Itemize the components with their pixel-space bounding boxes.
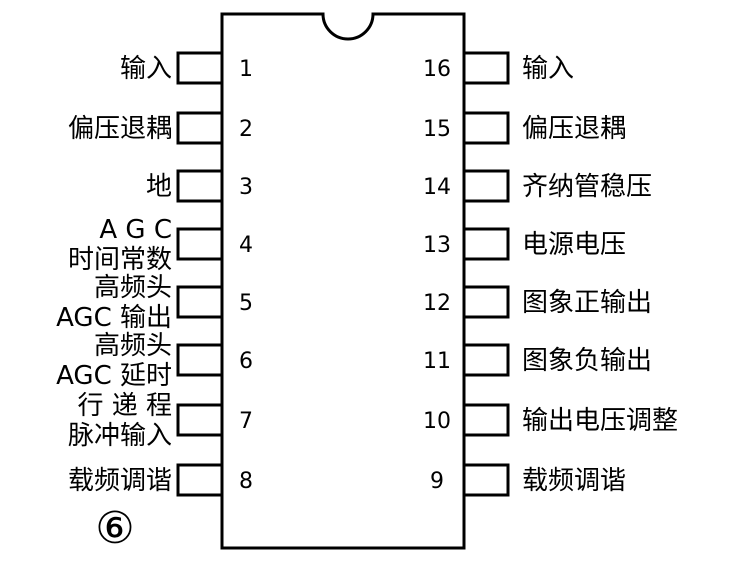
pin-8 xyxy=(176,463,224,497)
pin-number-2: 2 xyxy=(239,117,253,142)
pin-label-12: 图象正输出 xyxy=(522,288,652,318)
pin-9 xyxy=(462,463,510,497)
pin-number-1: 1 xyxy=(239,57,253,82)
pin-label-3: 地 xyxy=(146,172,172,202)
pin-label-6-line2: AGC 延时 xyxy=(56,361,172,391)
pin-2 xyxy=(176,111,224,145)
pin-7 xyxy=(176,403,224,437)
pin-label-10: 输出电压调整 xyxy=(522,406,678,436)
pin-number-10: 10 xyxy=(423,409,451,434)
pin-label-16: 输入 xyxy=(522,54,574,84)
pin-label-5-line1: 高频头 xyxy=(94,273,172,303)
pin-number-7: 7 xyxy=(239,409,253,434)
pin-number-6: 6 xyxy=(239,349,253,374)
pin-number-14: 14 xyxy=(423,175,451,200)
pin-label-15: 偏压退耦 xyxy=(522,114,626,144)
pin-number-13: 13 xyxy=(423,233,451,258)
pin-10 xyxy=(462,403,510,437)
ic-body xyxy=(220,12,466,550)
pin-number-5: 5 xyxy=(239,291,253,316)
pin-label-7-line1: 行 递 程 xyxy=(77,391,172,421)
pin-label-1: 输入 xyxy=(120,54,172,84)
pin-label-4-line1: A G C xyxy=(99,215,172,245)
pin-label-7-line2: 脉冲输入 xyxy=(68,421,172,451)
pin-label-11: 图象负输出 xyxy=(522,346,652,376)
pin-number-4: 4 xyxy=(239,233,253,258)
pin-label-6-line1: 高频头 xyxy=(94,331,172,361)
pin-number-16: 16 xyxy=(423,57,451,82)
pin-16 xyxy=(462,51,510,85)
pin-label-8: 载频调谐 xyxy=(68,466,172,496)
pin-label-13: 电源电压 xyxy=(522,230,626,260)
pin-15 xyxy=(462,111,510,145)
pin-label-2: 偏压退耦 xyxy=(68,114,172,144)
pin-number-3: 3 xyxy=(239,175,253,200)
pin-number-12: 12 xyxy=(423,291,451,316)
pin-number-9: 9 xyxy=(430,469,444,494)
pin-label-9: 载频调谐 xyxy=(522,466,626,496)
figure-mark: ⑥ xyxy=(95,503,134,554)
pin-number-8: 8 xyxy=(239,469,253,494)
pin-3 xyxy=(176,169,224,203)
pin-14 xyxy=(462,169,510,203)
pin-number-11: 11 xyxy=(423,349,451,374)
pin-number-15: 15 xyxy=(423,117,451,142)
pin-11 xyxy=(462,343,510,377)
pin-1 xyxy=(176,51,224,85)
pin-6 xyxy=(176,343,224,377)
pin-5 xyxy=(176,285,224,319)
pin-13 xyxy=(462,227,510,261)
pin-label-14: 齐纳管稳压 xyxy=(522,172,652,202)
pin-label-5-line2: AGC 输出 xyxy=(56,303,172,333)
pin-12 xyxy=(462,285,510,319)
pin-4 xyxy=(176,227,224,261)
pin-label-4-line2: 时间常数 xyxy=(68,245,172,275)
